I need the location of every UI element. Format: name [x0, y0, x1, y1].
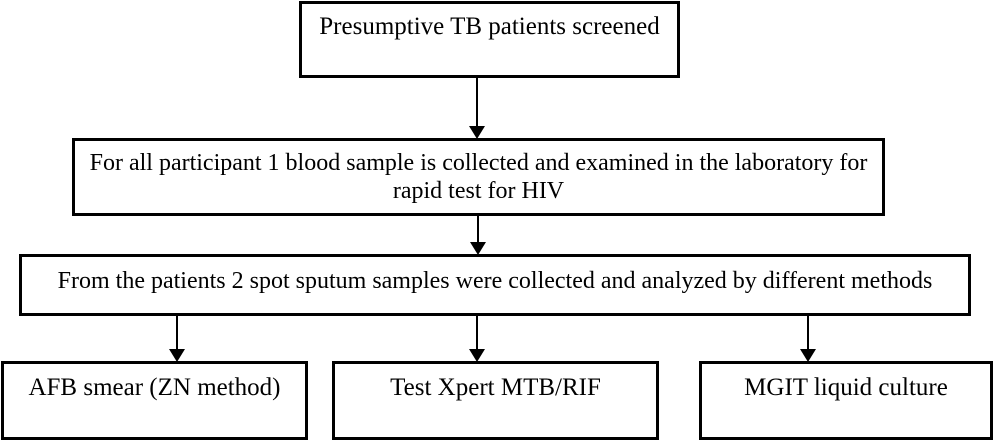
- arrow-sputum-to-mgit: [800, 316, 816, 362]
- flow-node-xpert: Test Xpert MTB/RIF: [332, 361, 659, 440]
- flow-node-mgit: MGIT liquid culture: [699, 361, 993, 440]
- arrow-head-down-icon: [169, 349, 185, 362]
- arrow-sputum-to-xpert: [469, 316, 485, 362]
- arrow-head-down-icon: [470, 242, 486, 255]
- arrow-head-down-icon: [800, 349, 816, 362]
- flow-node-screened-label: Presumptive TB patients screened: [319, 13, 660, 40]
- flow-node-mgit-label: MGIT liquid culture: [744, 374, 948, 401]
- arrow-screened-to-blood: [469, 78, 485, 139]
- arrow-head-down-icon: [469, 126, 485, 139]
- arrow-shaft: [477, 216, 479, 242]
- flow-node-afb-smear: AFB smear (ZN method): [1, 361, 308, 440]
- arrow-shaft: [807, 316, 809, 349]
- flow-node-sputum: From the patients 2 spot sputum samples …: [19, 254, 971, 316]
- arrow-blood-to-sputum: [470, 216, 486, 255]
- flow-node-screened: Presumptive TB patients screened: [299, 1, 680, 78]
- arrow-sputum-to-afb-smear: [169, 316, 185, 362]
- arrow-shaft: [476, 316, 478, 349]
- flow-node-blood-sample: For all participant 1 blood sample is co…: [72, 138, 885, 216]
- arrow-shaft: [476, 78, 478, 126]
- flow-node-sputum-label: From the patients 2 spot sputum samples …: [57, 268, 933, 294]
- arrow-head-down-icon: [469, 349, 485, 362]
- flow-node-blood-sample-label: For all participant 1 blood sample is co…: [89, 150, 868, 205]
- arrow-shaft: [176, 316, 178, 349]
- flow-node-afb-smear-label: AFB smear (ZN method): [28, 374, 281, 401]
- flow-node-xpert-label: Test Xpert MTB/RIF: [390, 374, 601, 401]
